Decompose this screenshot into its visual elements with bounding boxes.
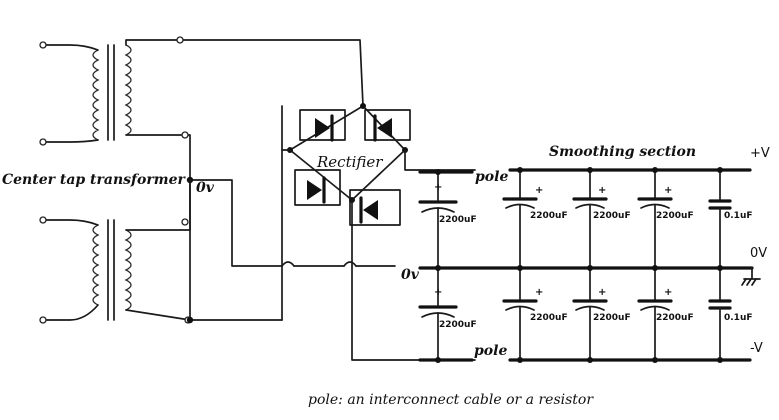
primary-coil-top — [92, 49, 100, 141]
primary-leads — [39, 41, 99, 324]
plus-mark: + — [434, 287, 443, 298]
secondary-terminal — [181, 218, 189, 226]
plus-mark: + — [535, 185, 544, 196]
secondary-coil-bottom — [124, 229, 132, 311]
diode — [363, 200, 378, 220]
secondary-terminal — [176, 36, 184, 44]
smoothing-caps — [502, 167, 732, 363]
zero-rail-label: 0V — [750, 246, 768, 261]
primary-terminal — [39, 216, 47, 224]
transformer-label: Center tap transformer — [2, 172, 185, 188]
smooth-cap-top-value: 0.1uF — [724, 211, 753, 221]
rectifier-bridge — [281, 103, 476, 361]
secondary-coil-top — [124, 44, 132, 136]
pole-label-bottom: pole — [474, 343, 508, 359]
plus-mark: + — [434, 182, 443, 193]
primary-terminal — [39, 316, 47, 324]
plus-mark: + — [664, 287, 673, 298]
smooth-cap-bottom-value: 2200uF — [530, 313, 568, 323]
smooth-cap-top-value: 2200uF — [593, 211, 631, 221]
smooth-cap-top-value: 2200uF — [656, 211, 694, 221]
smooth-cap-top-value: 2200uF — [530, 211, 568, 221]
smooth-cap-bottom-value: 2200uF — [593, 313, 631, 323]
positive-rail-label: +V — [750, 146, 770, 161]
reservoir-cap-bottom-value: 2200uF — [439, 320, 477, 330]
reservoir-cap-top-value: 2200uF — [439, 215, 477, 225]
reservoir-caps — [418, 169, 458, 363]
negative-rail-label: -V — [750, 341, 763, 356]
junction-dot — [186, 316, 194, 324]
primary-terminal — [39, 41, 47, 49]
zero-v-transformer-label: 0v — [196, 180, 214, 196]
transformer-top — [92, 44, 132, 141]
footnote: pole: an interconnect cable or a resisto… — [308, 392, 594, 408]
transformer-bottom — [92, 219, 132, 321]
secondary-wiring — [125, 36, 364, 324]
smooth-cap-bottom-value: 0.1uF — [724, 313, 753, 323]
secondary-terminal — [181, 131, 189, 139]
smoothing-section-label: Smoothing section — [549, 144, 697, 160]
diode — [315, 118, 330, 138]
smooth-cap-bottom-value: 2200uF — [656, 313, 694, 323]
primary-coil-bottom — [92, 224, 100, 306]
plus-mark: + — [598, 287, 607, 298]
bridge-node — [360, 103, 366, 109]
pole-label-top: pole — [475, 169, 509, 185]
rectifier-label: Rectifier — [317, 153, 383, 171]
plus-mark: + — [598, 185, 607, 196]
ground-symbol — [741, 267, 761, 286]
plus-mark: + — [535, 287, 544, 298]
primary-terminal — [39, 138, 47, 146]
diode — [377, 118, 392, 138]
zero-v-bus-label: 0v — [401, 267, 419, 283]
diode — [307, 180, 322, 200]
plus-mark: + — [664, 185, 673, 196]
